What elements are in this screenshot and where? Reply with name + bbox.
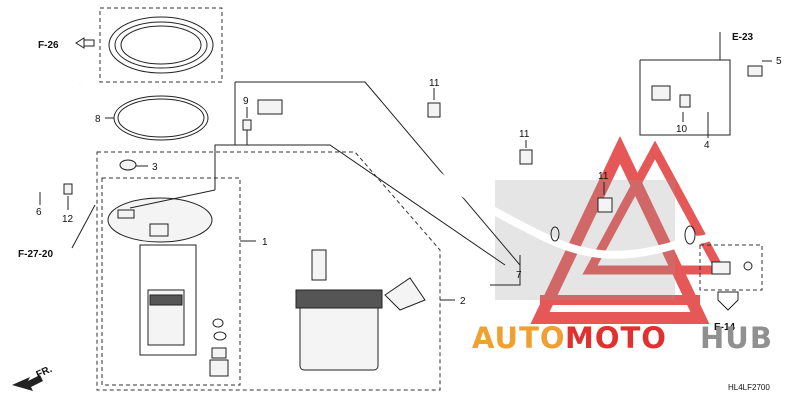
watermark-logo: [530, 136, 728, 324]
callout-4: 4: [704, 140, 710, 151]
watermark-moto: MOTO: [565, 321, 667, 355]
fuel-hose-part: 7: [268, 100, 692, 281]
pump-assembly-frame: [96, 151, 441, 391]
callout-8: 8: [95, 114, 101, 125]
diagram-code: HL4LF2700: [728, 383, 770, 392]
callout-7: 7: [516, 270, 522, 281]
connector-part: 9: [214, 96, 283, 190]
watermark-text: AUTO MOTO HUB: [472, 321, 773, 355]
fuel-pump-part: 2: [295, 249, 466, 371]
ref-e23-group: E-23: [719, 32, 754, 60]
callout-2: 2: [460, 296, 466, 307]
fuel-pump-module-part: 1: [101, 177, 268, 386]
ref-e23-label: E-23: [732, 32, 754, 43]
o-ring-part: 8: [95, 95, 209, 141]
clip-part-c: 11: [597, 171, 613, 213]
clip-part-b: 11: [519, 129, 533, 165]
callout-11a: 11: [429, 78, 440, 89]
fr-arrow-group: FR.: [12, 364, 54, 391]
right-hose-part: 10 4: [639, 59, 775, 244]
ref-e14-label: E-14: [714, 322, 736, 333]
callout-5: 5: [776, 56, 782, 67]
callout-1: 1: [262, 237, 268, 248]
ref-f26-group: F-26: [38, 37, 95, 51]
watermark-hub: HUB: [700, 321, 773, 355]
cap-part: 3: [119, 159, 158, 173]
lower-bracket-group: E-14: [699, 244, 763, 333]
ref-f2720-label: F-27-20: [18, 249, 53, 260]
ref-f26-label: F-26: [38, 40, 59, 51]
watermark-auto: AUTO: [472, 321, 566, 355]
callout-12: 11: [598, 171, 609, 182]
set-ring-group: [99, 7, 223, 83]
breather-hose-part: 6 12: [14, 81, 82, 225]
fr-arrow-icon: [12, 375, 43, 391]
callout-3: 3: [152, 162, 158, 173]
callout-10: 10: [676, 124, 688, 135]
ref-f2720-group: F-27-20: [18, 204, 96, 260]
down-arrow-icon: [717, 291, 739, 311]
ref-fr-label: FR.: [35, 364, 54, 381]
left-arrow-icon: [75, 37, 85, 49]
callout-11b: 11: [519, 129, 530, 140]
callout-6: 6: [36, 207, 42, 218]
clamp-part: 5: [747, 56, 782, 77]
clip-part-a: 11: [427, 78, 441, 118]
callout-9: 9: [243, 96, 249, 107]
callout-13: 12: [62, 214, 74, 225]
hose-end-ring: [550, 225, 696, 245]
watermark-dots: [495, 180, 675, 300]
